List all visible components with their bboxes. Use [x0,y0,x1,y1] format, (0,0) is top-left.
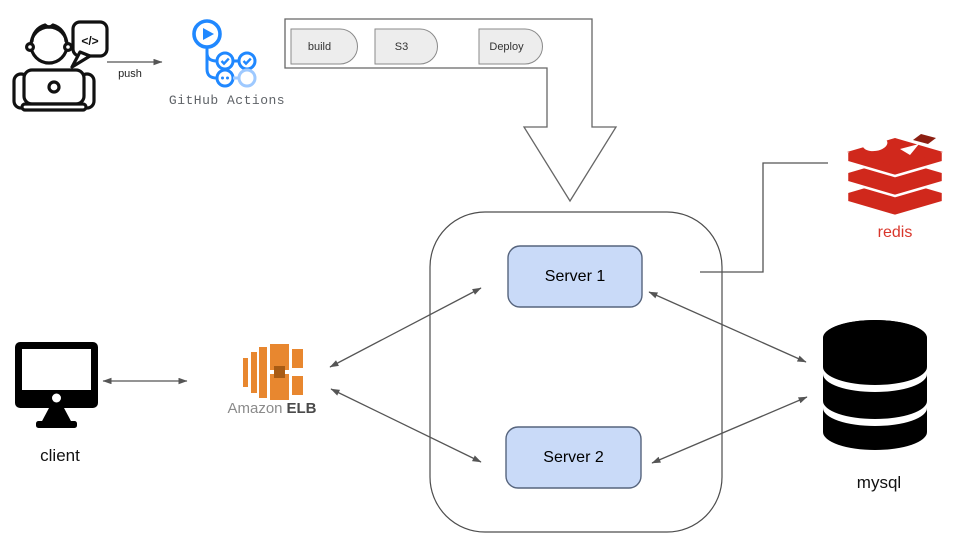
amazon-elb-label-regular: Amazon [227,399,283,417]
server1-label: Server 1 [544,267,606,285]
elb-server1-arrow [329,287,482,368]
stage-shape-build [290,28,358,65]
pipeline-box-and-down-arrow [284,18,618,203]
stage-shape-s3 [374,28,438,65]
stage-label-build: build [307,40,332,53]
client-monitor-icon [15,342,98,428]
amazon-elb-label-bold: ELB [286,399,317,417]
github-actions-label: GitHub Actions [168,92,286,108]
push-label: push [118,68,142,80]
client-label: client [40,446,80,465]
server1-box [507,245,643,308]
server1-mysql-arrow [648,291,807,363]
server1-redis-connector [700,162,828,273]
amazon-elb-icon [243,344,303,400]
stage-label-s3: S3 [394,40,409,53]
server2-label: Server 2 [543,448,604,466]
github-actions-icon [192,19,257,88]
mysql-database-icon [823,320,927,450]
redis-icon [845,123,945,218]
stage-label-deploy: Deploy [489,40,524,53]
developer-at-laptop-icon: </> [12,20,109,112]
code-bubble-text: </> [81,34,98,48]
server2-mysql-arrow [651,396,808,464]
elb-server2-arrow [330,388,482,463]
stage-shape-deploy [478,28,543,65]
redis-label: redis [877,224,913,241]
mysql-label: mysql [856,473,902,492]
server2-box [505,426,642,489]
